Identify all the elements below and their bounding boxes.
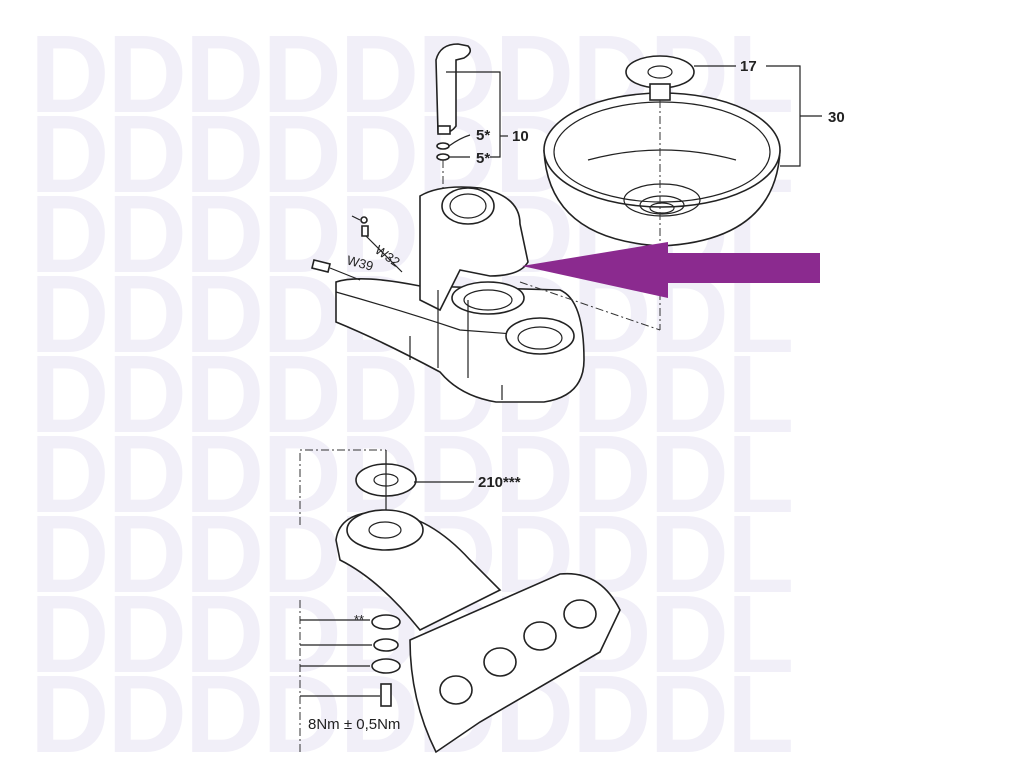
label-part-17: 17 [740, 58, 757, 75]
strainer-part [625, 55, 695, 330]
label-hose-w32: W32 [372, 242, 403, 270]
spout-part [435, 43, 472, 190]
instrument-holder [299, 449, 621, 754]
label-part-210: 210*** [478, 474, 521, 491]
label-washer-note: ** [354, 612, 364, 627]
cuspidor-base [335, 186, 661, 403]
bowl-part [543, 92, 781, 247]
label-part-5a: 5* [476, 127, 490, 144]
label-part-5b: 5* [476, 150, 490, 167]
hose-w39 [311, 259, 361, 281]
label-part-10: 10 [512, 128, 529, 145]
highlight-arrow [522, 242, 820, 298]
label-part-30: 30 [828, 109, 845, 126]
hose-w32 [351, 215, 403, 273]
label-hose-w39: W39 [345, 252, 375, 273]
label-torque: 8Nm ± 0,5Nm [308, 716, 400, 733]
